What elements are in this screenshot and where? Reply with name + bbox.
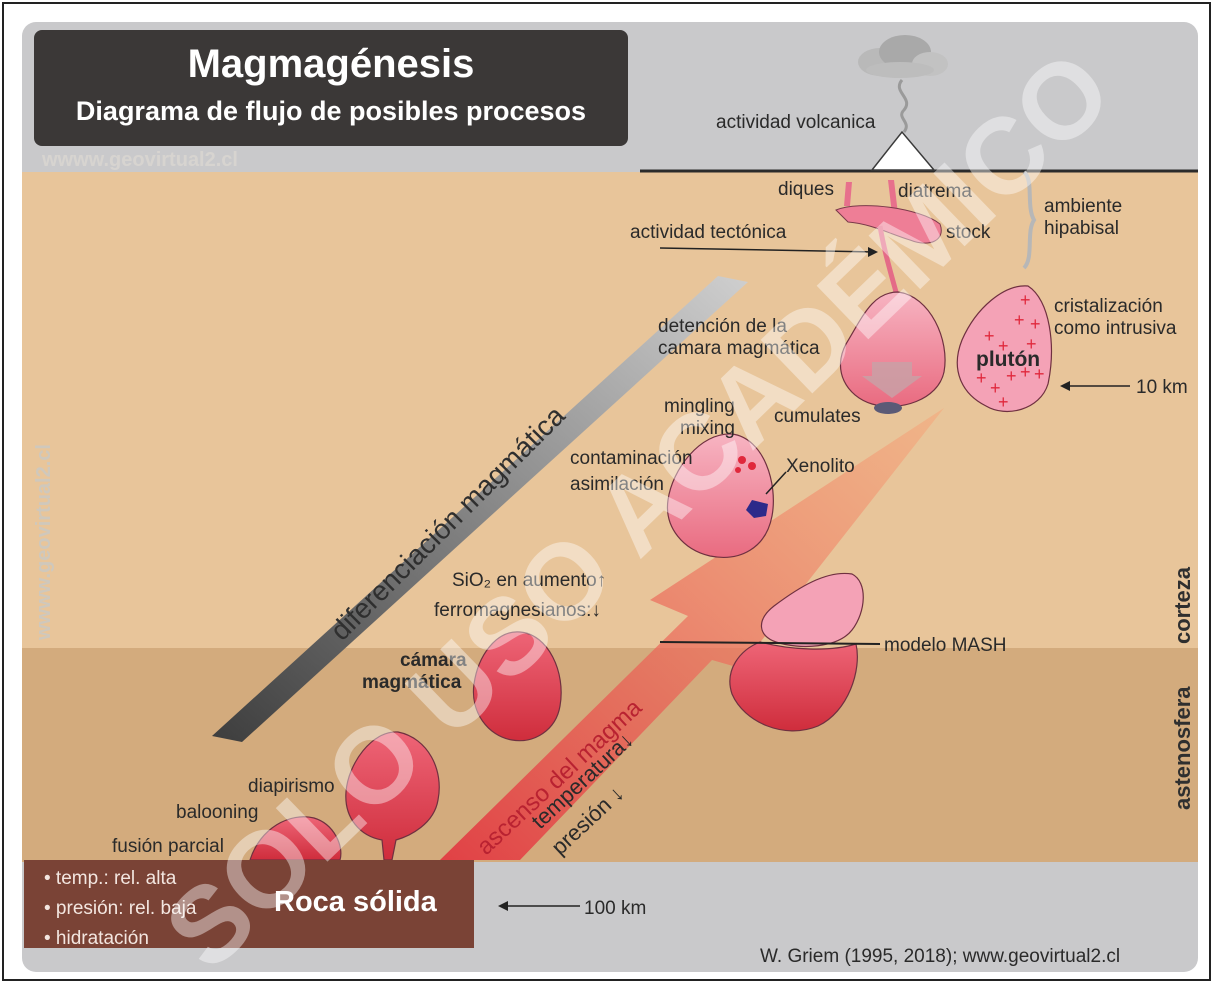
label-dikes: diques — [778, 179, 834, 200]
svg-text:+: + — [1020, 290, 1031, 310]
svg-text:+: + — [998, 392, 1009, 412]
label-hypabyssal-2: hipabisal — [1044, 218, 1119, 239]
label-pluton: plutón — [976, 348, 1040, 371]
condition-temperature: • temp.: rel. alta — [44, 868, 177, 889]
svg-text:+: + — [1014, 310, 1025, 330]
watermark-side: wwww.geovirtual2.cl — [33, 444, 55, 641]
label-crystallization-1: cristalización — [1054, 296, 1163, 317]
label-asthenosphere: astenosfera — [1170, 686, 1195, 810]
title-sub: Diagrama de flujo de posibles procesos — [76, 96, 586, 126]
watermark-top: wwww.geovirtual2.cl — [41, 149, 238, 171]
cumulates-shape — [874, 402, 902, 414]
label-mash: modelo MASH — [884, 635, 1007, 656]
credit-text: W. Griem (1995, 2018); www.geovirtual2.c… — [760, 946, 1120, 967]
svg-text:+: + — [984, 326, 995, 346]
condition-hydration: • hidratación — [44, 928, 149, 949]
label-hypabyssal-1: ambiente — [1044, 196, 1122, 217]
label-crust: corteza — [1170, 566, 1195, 644]
svg-text:+: + — [976, 368, 987, 388]
title-main: Magmagénesis — [188, 42, 475, 86]
label-volcanic-activity: actividad volcanica — [716, 112, 876, 133]
label-tectonic: actividad tectónica — [630, 222, 787, 243]
label-depth-10: 10 km — [1136, 377, 1188, 398]
label-xenolith: Xenolito — [786, 456, 855, 477]
label-crystallization-2: como intrusiva — [1054, 318, 1177, 339]
svg-text:+: + — [1030, 314, 1041, 334]
label-depth-100: 100 km — [584, 898, 646, 919]
